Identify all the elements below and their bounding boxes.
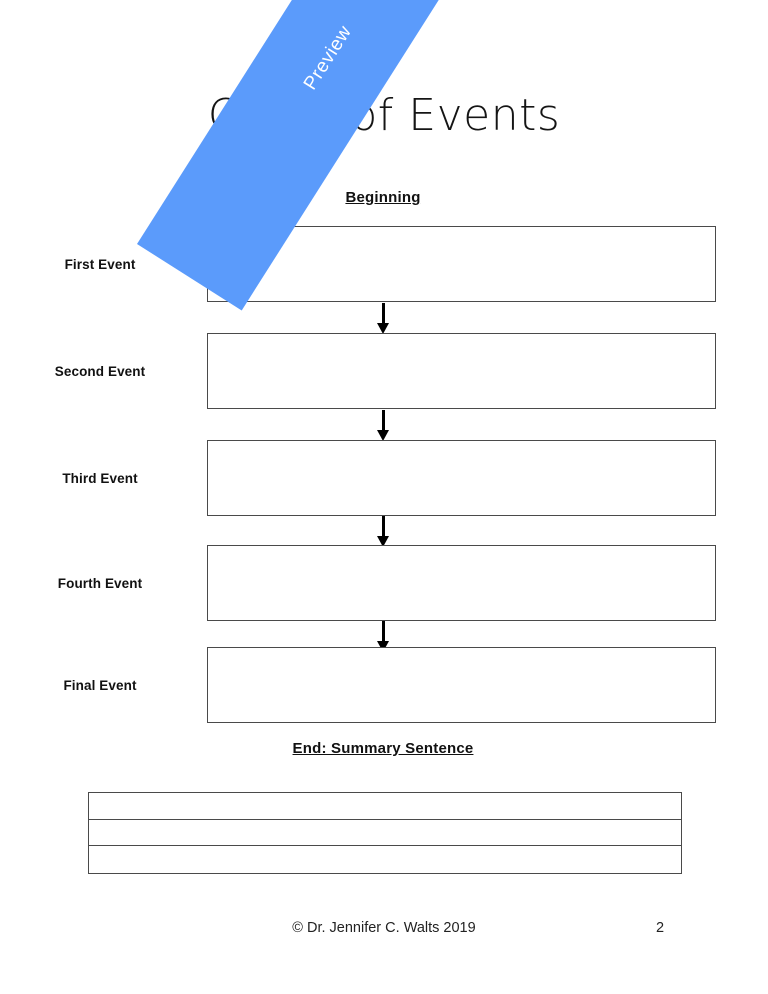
page-title: Chain of Events [207,90,561,141]
chain-row-label-first-event: First Event [64,256,136,272]
chain-row: Final Event [0,647,768,723]
chain-box-first-event[interactable] [207,226,716,302]
chain-row-label-final-event: Final Event [63,677,137,693]
heading-beginning: Beginning [345,189,421,206]
arrow-head-icon [377,323,389,334]
arrow-head-icon [377,536,389,547]
chain-row: First Event [0,226,768,302]
chain-arrow-1-to-2 [377,303,390,334]
chain-row: Second Event [0,333,768,409]
chain-row-label-second-event: Second Event [54,363,146,379]
summary-table-row[interactable] [89,846,681,873]
chain-box-final-event[interactable] [207,647,716,723]
arrow-shaft-icon [382,410,385,432]
chain-arrow-2-to-3 [377,410,390,441]
footer-page-number: 2 [655,920,665,936]
chain-box-third-event[interactable] [207,440,716,516]
arrow-head-icon [377,641,389,652]
footer-copyright: © Dr. Jennifer C. Walts 2019 [292,920,476,936]
summary-table-row[interactable] [89,793,681,820]
summary-sentence-table [88,792,682,874]
chain-box-second-event[interactable] [207,333,716,409]
summary-table-row[interactable] [89,820,681,847]
chain-row-label-third-event: Third Event [62,470,138,486]
arrow-head-icon [377,430,389,441]
chain-row: Third Event [0,440,768,516]
chain-arrow-4-to-5 [377,621,390,652]
chain-row-label-fourth-event: Fourth Event [57,575,143,591]
heading-end-summary-sentence: End: Summary Sentence [292,740,474,757]
chain-arrow-3-to-4 [377,516,390,547]
chain-row: Fourth Event [0,545,768,621]
arrow-shaft-icon [382,303,385,325]
arrow-shaft-icon [382,516,385,538]
chain-box-fourth-event[interactable] [207,545,716,621]
arrow-shaft-icon [382,621,385,643]
